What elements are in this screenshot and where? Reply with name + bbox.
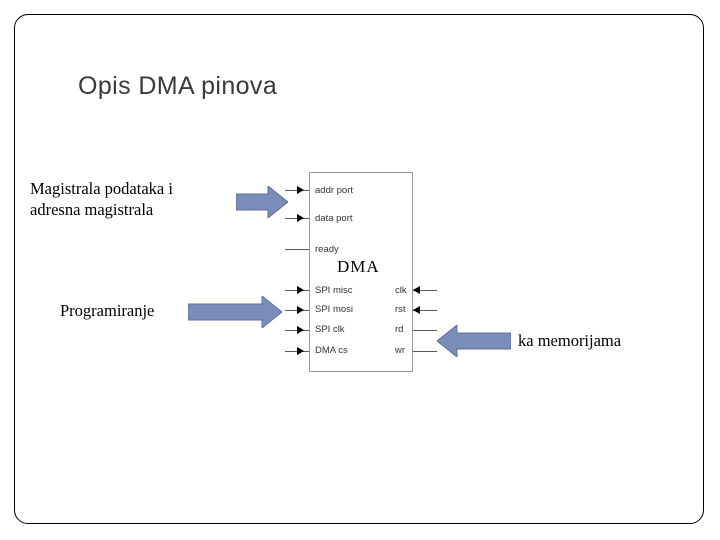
arrowhead-spi-misc-icon — [297, 286, 304, 294]
pin-label-addr-port: addr port — [315, 185, 354, 196]
pin-label-spi-mosi: SPI mosi — [315, 304, 354, 315]
pin-label-spi-misc: SPI misc — [315, 285, 353, 296]
arrowhead-rst-icon — [413, 306, 420, 314]
pin-label-wr: wr — [395, 345, 406, 356]
memory-label: ka memorijama — [518, 331, 622, 350]
arrowhead-data-port-icon — [297, 214, 304, 222]
wire-rst — [413, 310, 437, 311]
programming-label: Programiranje — [60, 301, 155, 320]
page-title: Opis DMA pinova — [78, 72, 278, 100]
bus-label-line2: adresna magistrala — [30, 200, 154, 219]
programming-arrow — [188, 296, 282, 328]
arrowhead-spi-mosi-icon — [297, 306, 304, 314]
arrowhead-spi-clk-icon — [297, 326, 304, 334]
slide-border-frame — [14, 14, 704, 524]
pin-label-spi-clk: SPI clk — [315, 324, 345, 335]
wire-wr — [413, 351, 437, 352]
bus-label: Magistrala podataka i adresna magistrala — [30, 178, 235, 220]
pin-label-dma-cs: DMA cs — [315, 345, 348, 356]
wire-rd — [413, 330, 437, 331]
memory-arrow — [437, 325, 511, 357]
wire-clk — [413, 290, 437, 291]
pin-label-clk: clk — [395, 285, 407, 296]
pin-label-rst: rst — [395, 304, 406, 315]
arrowhead-addr-port-icon — [297, 186, 304, 194]
pin-label-data-port: data port — [315, 213, 353, 224]
bus-label-line1: Magistrala podataka i — [30, 179, 173, 198]
arrowhead-dma-cs-icon — [297, 347, 304, 355]
wire-ready — [285, 249, 309, 250]
pin-label-ready: ready — [315, 244, 339, 255]
dma-chip-name: DMA — [337, 257, 380, 276]
pin-label-rd: rd — [395, 324, 404, 335]
dma-chip-box — [309, 172, 413, 372]
arrowhead-clk-icon — [413, 286, 420, 294]
bus-arrow — [236, 186, 288, 218]
